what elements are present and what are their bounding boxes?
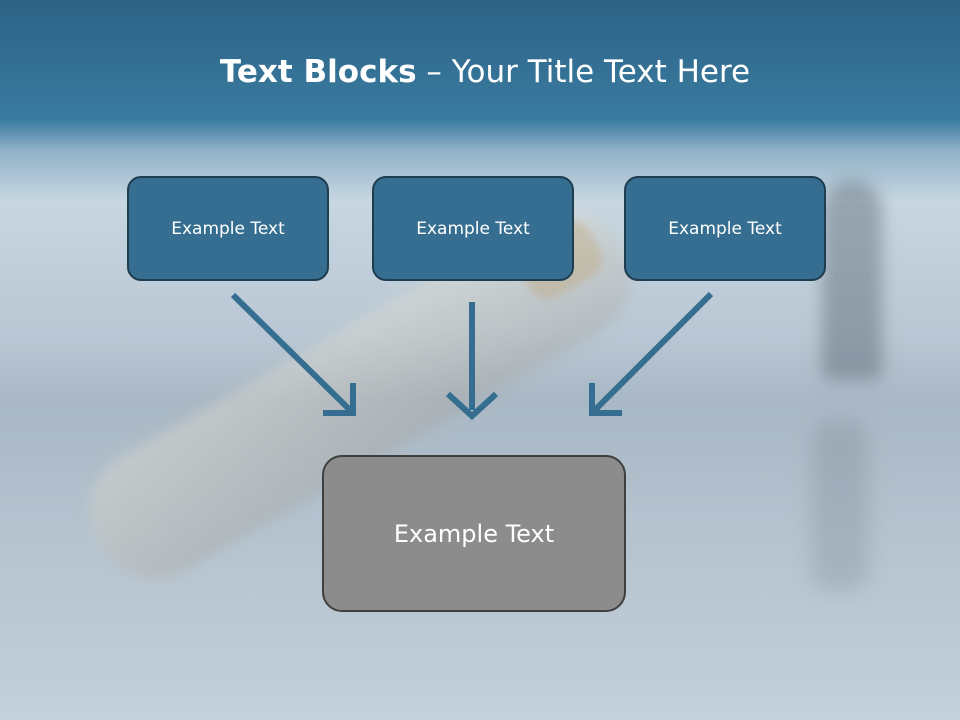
text-block-bottom: Example Text: [322, 455, 626, 612]
title-separator: –: [416, 54, 452, 90]
text-block-top-left-label: Example Text: [171, 218, 285, 239]
text-block-top-right-label: Example Text: [668, 218, 782, 239]
arrow-middle-icon: [445, 302, 499, 421]
arrow-left-icon: [230, 292, 356, 416]
title-rest-part: Your Title Text Here: [451, 54, 751, 90]
text-block-top-middle: Example Text: [372, 176, 574, 281]
background-reflection-image: [812, 420, 868, 590]
slide-title: Text Blocks – Your Title Text Here: [0, 54, 960, 90]
title-bold-part: Text Blocks: [219, 54, 417, 90]
text-block-top-middle-label: Example Text: [416, 218, 530, 239]
arrow-right-icon: [589, 291, 714, 416]
text-block-top-right: Example Text: [624, 176, 826, 281]
text-block-bottom-label: Example Text: [393, 519, 555, 548]
background-person-image: [822, 180, 882, 380]
text-block-top-left: Example Text: [127, 176, 329, 281]
